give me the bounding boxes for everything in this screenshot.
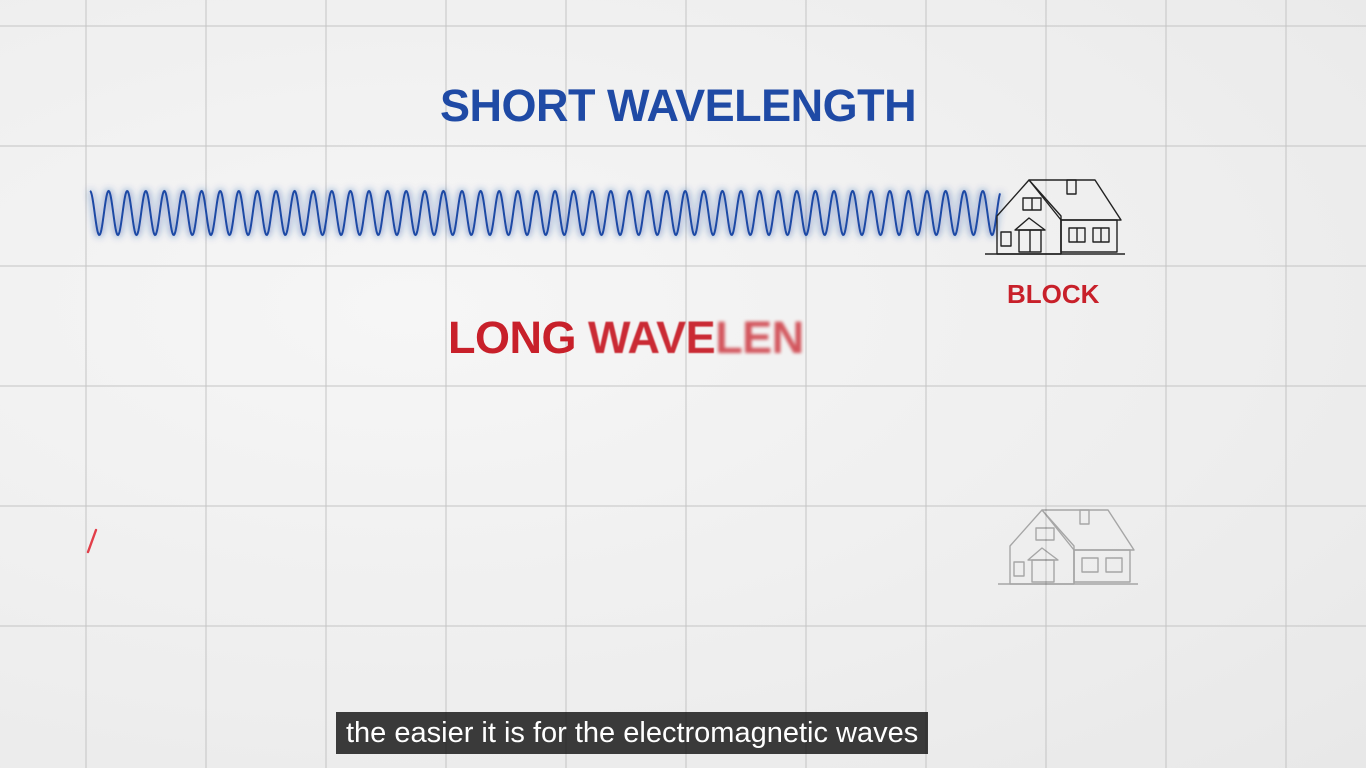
long-wavelength-title: LONG WAVELEN [448, 312, 804, 364]
short-wavelength-title: SHORT WAVELENGTH [440, 80, 917, 131]
long-title-part: LEN [715, 312, 804, 363]
short-wave-line [89, 189, 1001, 237]
house-icon [985, 179, 1125, 255]
block-label: BLOCK [1007, 279, 1100, 309]
long-title-part: LONG [448, 312, 588, 363]
long-title-part: WAVE [588, 312, 716, 363]
subtitle-caption: the easier it is for the electromagnetic… [336, 712, 929, 754]
red-wave-start-mark [86, 528, 98, 554]
house-icon [998, 509, 1138, 585]
subtitle-text: the easier it is for the electromagnetic… [346, 716, 919, 749]
